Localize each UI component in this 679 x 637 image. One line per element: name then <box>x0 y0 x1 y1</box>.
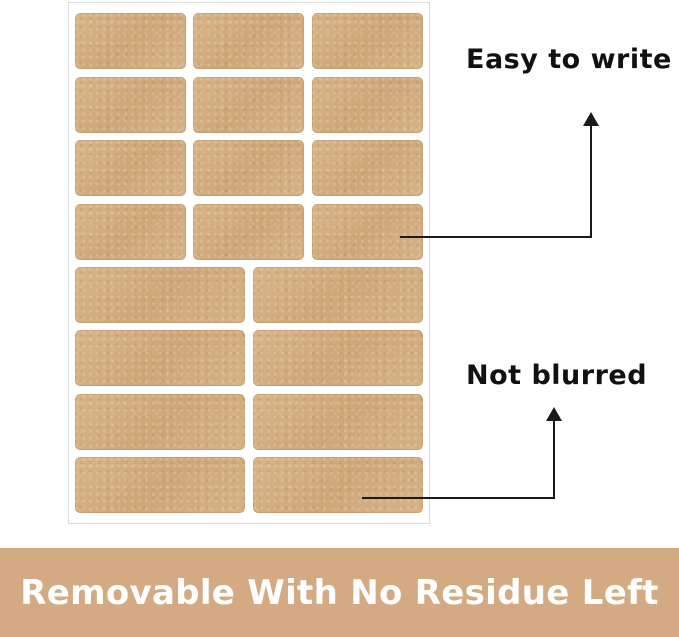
kraft-label <box>193 140 304 196</box>
kraft-label-wide <box>253 394 423 450</box>
kraft-label <box>75 204 186 260</box>
kraft-label <box>193 204 304 260</box>
callout-easy-to-write: Easy to write <box>466 44 672 75</box>
arrow-up-icon <box>546 407 562 421</box>
kraft-label <box>193 13 304 69</box>
kraft-label <box>312 13 423 69</box>
callout-line-horizontal <box>400 236 592 238</box>
kraft-label <box>75 77 186 133</box>
callout-line-horizontal <box>362 497 555 499</box>
feature-banner: Removable With No Residue Left <box>0 548 679 637</box>
kraft-label-wide <box>253 330 423 386</box>
kraft-label <box>312 77 423 133</box>
kraft-label <box>312 204 423 260</box>
callout-line-vertical <box>553 419 555 499</box>
kraft-label-wide <box>75 457 245 513</box>
arrow-up-icon <box>583 112 599 126</box>
kraft-label-wide <box>75 394 245 450</box>
kraft-label <box>75 140 186 196</box>
kraft-label <box>193 77 304 133</box>
callout-line-vertical <box>590 124 592 238</box>
kraft-label-wide <box>253 457 423 513</box>
kraft-label <box>312 140 423 196</box>
label-sheet <box>68 2 430 524</box>
banner-text: Removable With No Residue Left <box>20 572 659 613</box>
kraft-label <box>75 13 186 69</box>
callout-not-blurred: Not blurred <box>466 360 648 391</box>
kraft-label-wide <box>253 267 423 323</box>
kraft-label-wide <box>75 267 245 323</box>
kraft-label-wide <box>75 330 245 386</box>
